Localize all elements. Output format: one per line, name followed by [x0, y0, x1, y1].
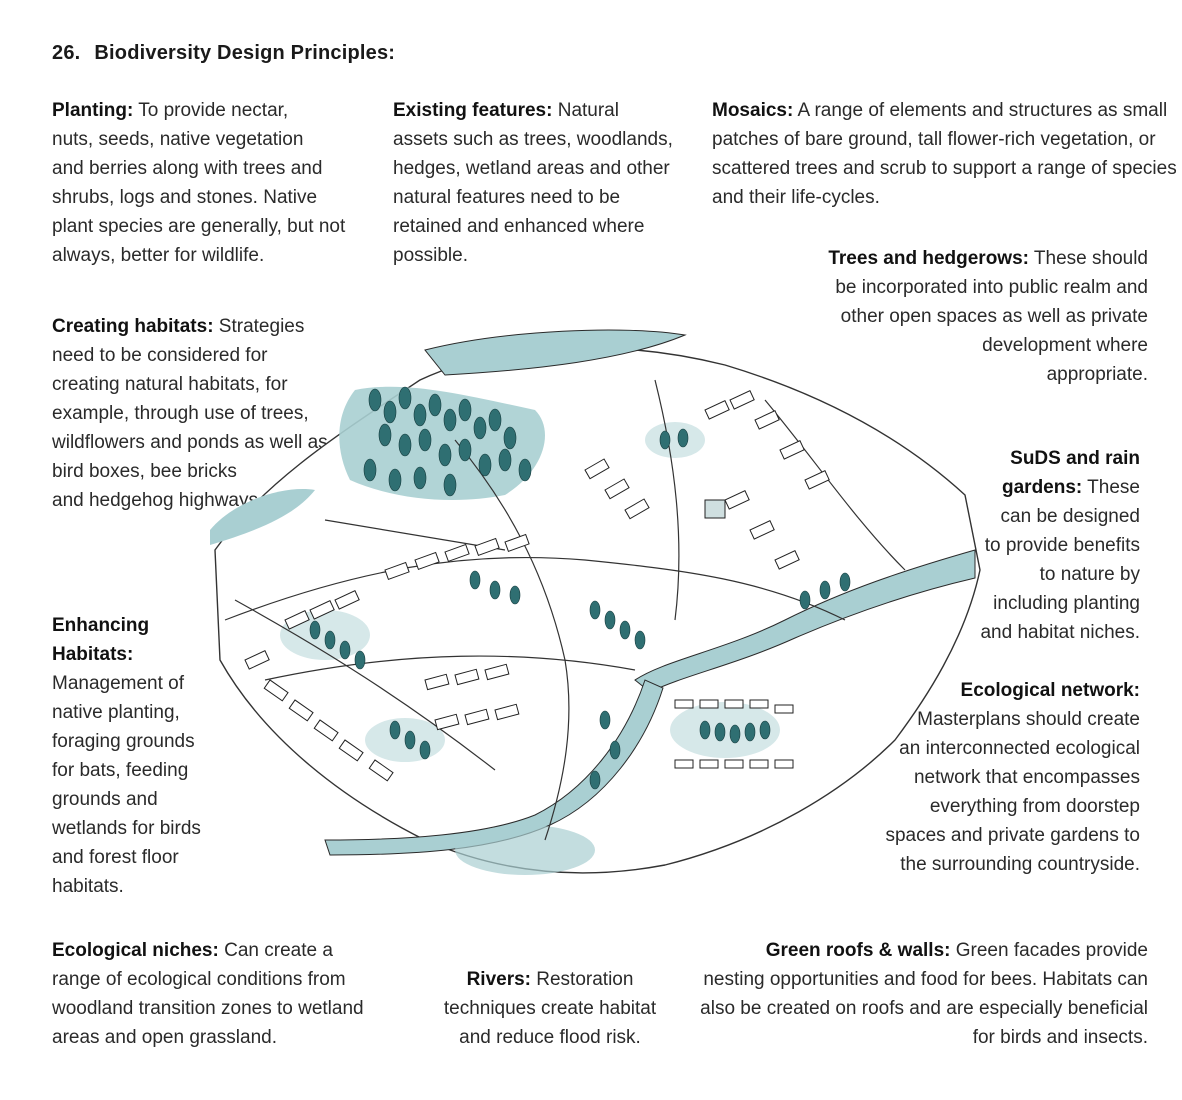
suds-line: and habitat niches. — [980, 622, 1140, 643]
existing-line: assets such as trees, woodlands, — [393, 129, 673, 150]
niches-line: range of ecological conditions from — [52, 969, 346, 990]
section-number: 26. — [52, 42, 81, 64]
trees-line: other open spaces as well as private — [840, 306, 1148, 327]
trees-hedgerows-block: Trees and hedgerows: These should be inc… — [828, 244, 1148, 389]
suds-line: to provide benefits — [984, 535, 1140, 556]
page-title: 26. Biodiversity Design Principles: — [52, 42, 395, 65]
suds-line: can be designed — [1000, 506, 1140, 527]
existing-features-block: Existing features: Natural assets such a… — [393, 96, 673, 270]
planting-line: nuts, seeds, native vegetation — [52, 129, 304, 150]
enhancing-line: wetlands for birds — [52, 818, 201, 839]
trees — [309, 386, 851, 790]
green-roofs-block: Green roofs & walls: Green facades provi… — [700, 936, 1148, 1052]
enhancing-heading: Enhancing — [52, 615, 150, 636]
rivers-line: techniques create habitat — [443, 998, 657, 1019]
suds-block: SuDS and rain gardens: These can be desi… — [980, 444, 1140, 647]
planting-line: and berries along with trees and — [52, 158, 323, 179]
trees-line: be incorporated into public realm and — [835, 277, 1148, 298]
rivers-line: Restoration — [530, 969, 634, 990]
rivers-heading: Rivers: — [466, 969, 531, 990]
green-line: Green facades provide — [950, 940, 1148, 961]
green-space — [645, 422, 705, 458]
creating-line: creating natural habitats, for — [52, 374, 288, 395]
niches-heading: Ecological niches: — [52, 940, 219, 961]
ecological-niches-block: Ecological niches: Can create a range of… — [52, 936, 364, 1052]
network-line: spaces and private gardens to — [885, 825, 1140, 846]
enhancing-line: Management of — [52, 673, 185, 694]
network-heading: Ecological network: — [960, 680, 1140, 701]
rivers-block: Rivers: Restoration techniques create ha… — [430, 965, 670, 1052]
existing-line: hedges, wetland areas and other — [393, 158, 670, 179]
creating-line: example, through use of trees, — [52, 403, 309, 424]
network-line: network that encompasses — [913, 767, 1140, 788]
trees-line: These should — [1028, 248, 1148, 269]
enhancing-line: grounds and — [52, 789, 158, 810]
planting-line: To provide nectar, — [133, 100, 289, 121]
suds-heading-2: gardens: — [1002, 477, 1083, 498]
planting-block: Planting: To provide nectar, nuts, seeds… — [52, 96, 345, 270]
suds-line: These — [1082, 477, 1140, 498]
creating-line: wildflowers and ponds as well as — [52, 432, 328, 453]
niches-line: woodland transition zones to wetland — [52, 998, 364, 1019]
mosaics-heading: Mosaics: — [712, 100, 794, 121]
trees-hedgerows-heading: Trees and hedgerows: — [828, 248, 1029, 269]
enhancing-line: habitats. — [52, 876, 124, 897]
planting-line: shrubs, logs and stones. Native — [52, 187, 318, 208]
green-line: nesting opportunities and food for bees.… — [703, 969, 1148, 990]
creating-habitats-heading: Creating habitats: — [52, 316, 214, 337]
existing-line: natural features need to be — [393, 187, 621, 208]
buildings — [244, 390, 830, 782]
existing-line: possible. — [393, 245, 468, 266]
river-south — [324, 679, 664, 856]
mosaics-line: scattered trees and scrub to support a r… — [712, 158, 1177, 179]
existing-line: retained and enhanced where — [393, 216, 645, 237]
enhancing-habitats-block: Enhancing Habitats: Management of native… — [52, 611, 201, 901]
water-meadow — [455, 825, 595, 875]
creating-line: need to be considered for — [52, 345, 268, 366]
niches-line: areas and open grassland. — [52, 1027, 277, 1048]
creating-line: Strategies — [213, 316, 305, 337]
mosaics-line: and their life-cycles. — [712, 187, 880, 208]
network-line: the surrounding countryside. — [900, 854, 1140, 875]
suds-line: including planting — [993, 593, 1140, 614]
existing-features-heading: Existing features: — [393, 100, 553, 121]
rivers-line: and reduce flood risk. — [459, 1027, 641, 1048]
ecological-network-block: Ecological network: Masterplans should c… — [885, 676, 1140, 879]
trees-line: appropriate. — [1046, 364, 1148, 385]
network-line: Masterplans should create — [917, 709, 1140, 730]
mosaics-block: Mosaics: A range of elements and structu… — [712, 96, 1177, 212]
existing-line: Natural — [552, 100, 619, 121]
creating-habitats-block: Creating habitats: Strategies need to be… — [52, 312, 328, 515]
niches-line: Can create a — [218, 940, 333, 961]
planting-heading: Planting: — [52, 100, 134, 121]
mosaics-line: A range of elements and structures as sm… — [793, 100, 1168, 121]
creating-line: and hedgehog highways. — [52, 490, 264, 511]
enhancing-heading-2: Habitats: — [52, 644, 134, 665]
masterplan-illustration — [210, 329, 981, 875]
enhancing-line: and forest floor — [52, 847, 179, 868]
network-line: an interconnected ecological — [899, 738, 1140, 759]
section-title: Biodiversity Design Principles: — [94, 42, 396, 64]
enhancing-line: native planting, — [52, 702, 180, 723]
planting-line: plant species are generally, but not — [52, 216, 346, 237]
creating-line: bird boxes, bee bricks — [52, 461, 237, 482]
green-roofs-heading: Green roofs & walls: — [765, 940, 951, 961]
suds-line: to nature by — [1039, 564, 1140, 585]
green-line: for birds and insects. — [972, 1027, 1148, 1048]
trees-line: development where — [982, 335, 1148, 356]
enhancing-line: foraging grounds — [52, 731, 195, 752]
green-line: also be created on roofs and are especia… — [700, 998, 1148, 1019]
water-left — [210, 489, 315, 545]
water-top — [424, 329, 687, 376]
enhancing-line: for bats, feeding — [52, 760, 189, 781]
suds-heading: SuDS and rain — [1010, 448, 1140, 469]
network-line: everything from doorstep — [929, 796, 1140, 817]
planting-line: always, better for wildlife. — [52, 245, 265, 266]
mosaics-line: patches of bare ground, tall flower-rich… — [712, 129, 1156, 150]
